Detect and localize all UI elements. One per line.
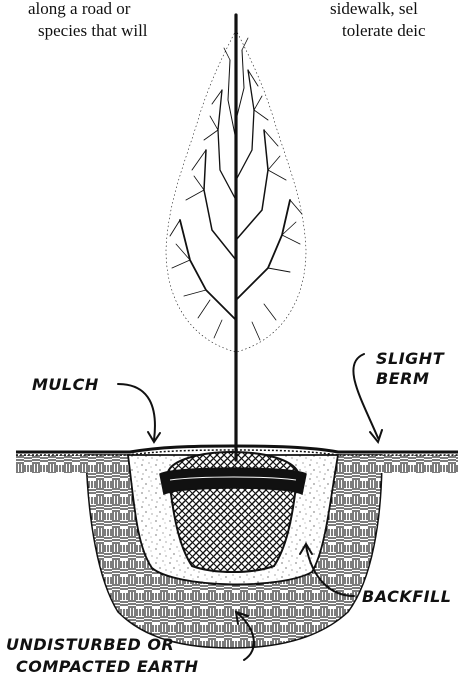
tree-crown <box>166 15 306 460</box>
mulch-leader <box>118 384 155 440</box>
berm-leader <box>353 354 378 438</box>
surface-soil-left <box>16 455 128 473</box>
label-undisturbed: UNDISTURBED OR <box>6 635 174 654</box>
label-backfill: BACKFILL <box>362 587 452 606</box>
surface-soil-right <box>338 455 458 473</box>
label-slight: SLIGHT <box>376 349 445 368</box>
label-berm: BERM <box>376 369 429 388</box>
label-compacted-earth: COMPACTED EARTH <box>16 657 199 676</box>
label-mulch: MULCH <box>32 375 99 394</box>
